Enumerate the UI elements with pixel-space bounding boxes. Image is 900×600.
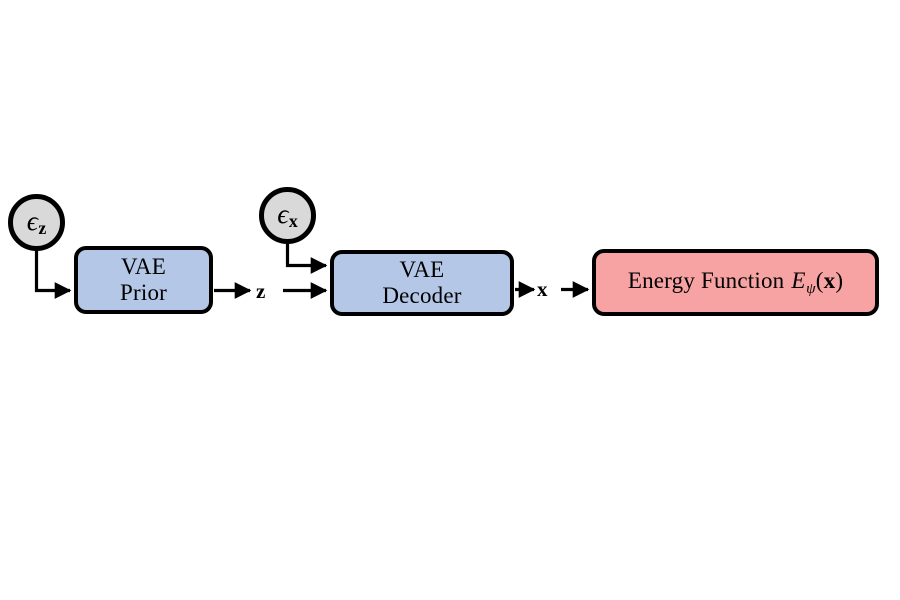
node-vae-decoder-line1: VAE <box>399 257 445 283</box>
node-epsilon-z[interactable]: ϵz <box>8 194 65 251</box>
epsilon-glyph: ϵ <box>26 205 38 237</box>
node-epsilon-x[interactable]: ϵx <box>259 187 316 244</box>
node-epsilon-z-label: ϵz <box>27 206 47 240</box>
epsilon-z-subscript: z <box>38 218 47 239</box>
edge-label-latent-z: z <box>256 279 266 303</box>
edge-eps-z-to-vae-prior <box>34 251 72 299</box>
epsilon-x-subscript: x <box>288 211 298 232</box>
node-vae-prior-label: VAE Prior <box>120 254 167 306</box>
node-vae-decoder-line2: Decoder <box>382 283 462 308</box>
node-epsilon-x-label: ϵx <box>277 199 298 233</box>
energy-argument-x: x <box>823 268 836 294</box>
energy-symbol: E <box>791 268 806 294</box>
energy-paren-open: ( <box>815 268 824 294</box>
node-vae-decoder[interactable]: VAE Decoder <box>330 250 514 316</box>
energy-function-text: Energy Function <box>627 268 785 294</box>
epsilon-glyph: ϵ <box>277 198 289 230</box>
energy-psi-subscript: ψ <box>806 279 816 297</box>
edge-label-sample-x: x <box>537 277 548 301</box>
node-vae-prior-line2: Prior <box>120 280 167 305</box>
node-vae-prior[interactable]: VAE Prior <box>74 246 213 314</box>
node-vae-prior-line1: VAE <box>121 254 166 280</box>
energy-paren-close: ) <box>835 268 844 294</box>
node-vae-decoder-label: VAE Decoder <box>382 257 461 309</box>
edge-eps-x-to-vae-decoder <box>285 244 328 274</box>
